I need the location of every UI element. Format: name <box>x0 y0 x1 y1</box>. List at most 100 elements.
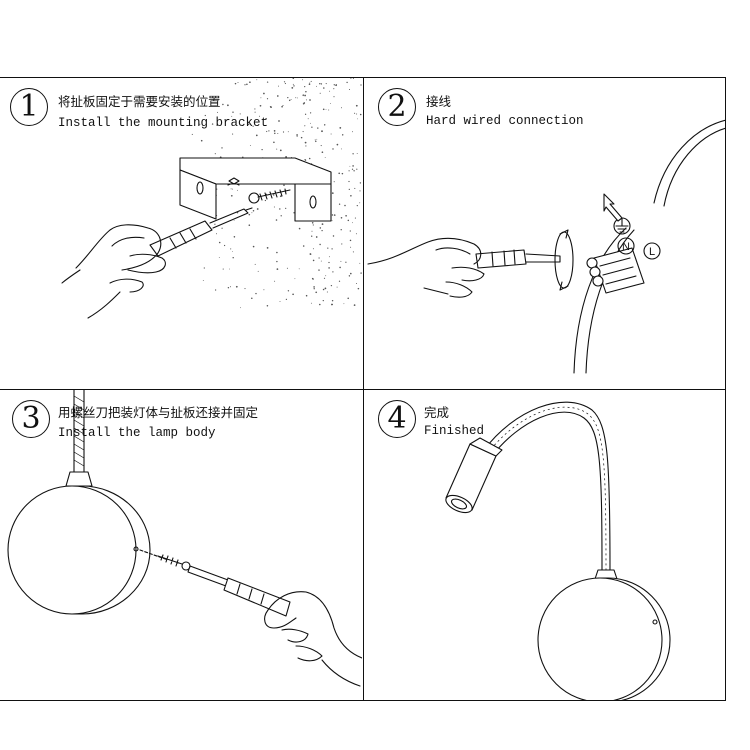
dust-speck <box>321 151 324 154</box>
dust-speck <box>320 260 322 262</box>
dust-speck <box>304 113 307 115</box>
step-1-title-cn: 将扯板固定于需要安装的位置 <box>58 94 221 109</box>
dust-speck <box>283 184 285 186</box>
dust-speck <box>315 291 318 294</box>
dust-speck <box>252 209 255 212</box>
gooseneck-arm-icon <box>65 390 93 487</box>
dust-speck <box>356 168 358 170</box>
dust-speck <box>328 261 330 264</box>
dust-speck <box>359 113 362 116</box>
dust-speck <box>352 222 353 224</box>
dust-speck <box>270 106 272 108</box>
dust-speck <box>203 267 205 269</box>
dust-speck <box>325 83 327 85</box>
gooseneck-arm-icon <box>483 401 611 571</box>
dust-speck <box>341 134 344 136</box>
dust-speck <box>302 245 305 247</box>
dust-speck <box>325 109 327 110</box>
dust-speck <box>278 120 280 122</box>
step-2-panel: 2 接线 Hard wired connection N <box>364 78 726 388</box>
dust-speck <box>263 92 265 95</box>
dust-speck <box>338 172 341 175</box>
dust-speck <box>249 144 251 146</box>
dust-speck <box>202 280 204 282</box>
dust-speck <box>326 291 328 293</box>
dust-speck <box>231 115 233 117</box>
dust-speck <box>260 97 262 99</box>
screwdriver-icon <box>187 565 291 617</box>
hand-icon <box>367 237 485 298</box>
dust-speck <box>331 299 334 302</box>
dust-speck <box>229 268 230 270</box>
dust-speck <box>200 139 203 142</box>
dust-speck <box>294 278 296 280</box>
dust-speck <box>276 260 278 263</box>
dust-speck <box>252 245 255 248</box>
dust-speck <box>360 272 362 274</box>
dust-speck <box>304 159 306 161</box>
dust-speck <box>264 199 267 202</box>
step-3-panel: 3 用螺丝刀把装灯体与扯板还接并固定 Install the lamp body <box>0 390 362 700</box>
dust-speck <box>350 272 352 275</box>
dust-speck <box>242 156 244 158</box>
dust-speck <box>356 113 358 115</box>
dust-speck <box>348 188 350 191</box>
dust-speck <box>284 82 286 85</box>
dust-speck <box>251 297 253 299</box>
dust-speck <box>300 136 303 139</box>
dust-speck <box>313 288 315 290</box>
dust-speck <box>341 107 342 109</box>
dust-speck <box>277 133 279 134</box>
dust-speck <box>279 195 282 198</box>
dust-speck <box>236 189 238 191</box>
dust-speck <box>329 90 331 92</box>
dust-speck <box>331 192 334 194</box>
dust-speck <box>331 303 333 306</box>
dust-speck <box>325 275 327 277</box>
dust-speck <box>347 219 350 222</box>
dust-speck <box>359 190 361 192</box>
dust-speck <box>357 118 359 120</box>
dust-speck <box>312 278 314 280</box>
dust-speck <box>274 280 276 282</box>
step-4-title-en: Finished <box>424 424 485 438</box>
dust-speck <box>353 304 356 306</box>
dust-speck <box>295 97 297 99</box>
dust-speck <box>333 84 335 86</box>
dust-speck <box>255 292 257 295</box>
dust-speck <box>292 78 295 79</box>
step-3-number: 3 <box>12 400 50 438</box>
dust-speck <box>328 256 330 258</box>
dust-speck <box>309 253 311 255</box>
dust-speck <box>330 133 332 135</box>
dust-speck <box>240 307 242 309</box>
dust-speck <box>351 168 354 170</box>
dust-speck <box>327 247 329 249</box>
dust-speck <box>323 87 325 89</box>
dust-speck <box>279 208 281 210</box>
dust-speck <box>321 130 323 133</box>
dust-speck <box>214 223 216 225</box>
screw-icon <box>248 188 291 204</box>
dust-speck <box>349 239 352 242</box>
dust-speck <box>261 148 263 151</box>
dust-speck <box>336 143 339 146</box>
lamp-disc-icon <box>537 569 671 700</box>
dust-speck <box>349 165 351 167</box>
dust-speck <box>352 153 354 155</box>
dust-speck <box>308 157 311 160</box>
step-2-number: 2 <box>378 88 416 126</box>
dust-speck <box>359 182 362 184</box>
dust-speck <box>285 207 287 209</box>
dust-speck <box>256 208 259 210</box>
dust-speck <box>323 277 326 279</box>
dust-speck <box>302 94 304 96</box>
dust-speck <box>255 134 258 137</box>
dust-speck <box>273 206 275 208</box>
dust-speck <box>346 81 348 84</box>
dust-speck <box>329 103 331 104</box>
dust-speck <box>309 99 311 101</box>
dust-speck <box>287 290 290 292</box>
dust-speck <box>339 266 341 269</box>
dust-speck <box>216 111 219 113</box>
